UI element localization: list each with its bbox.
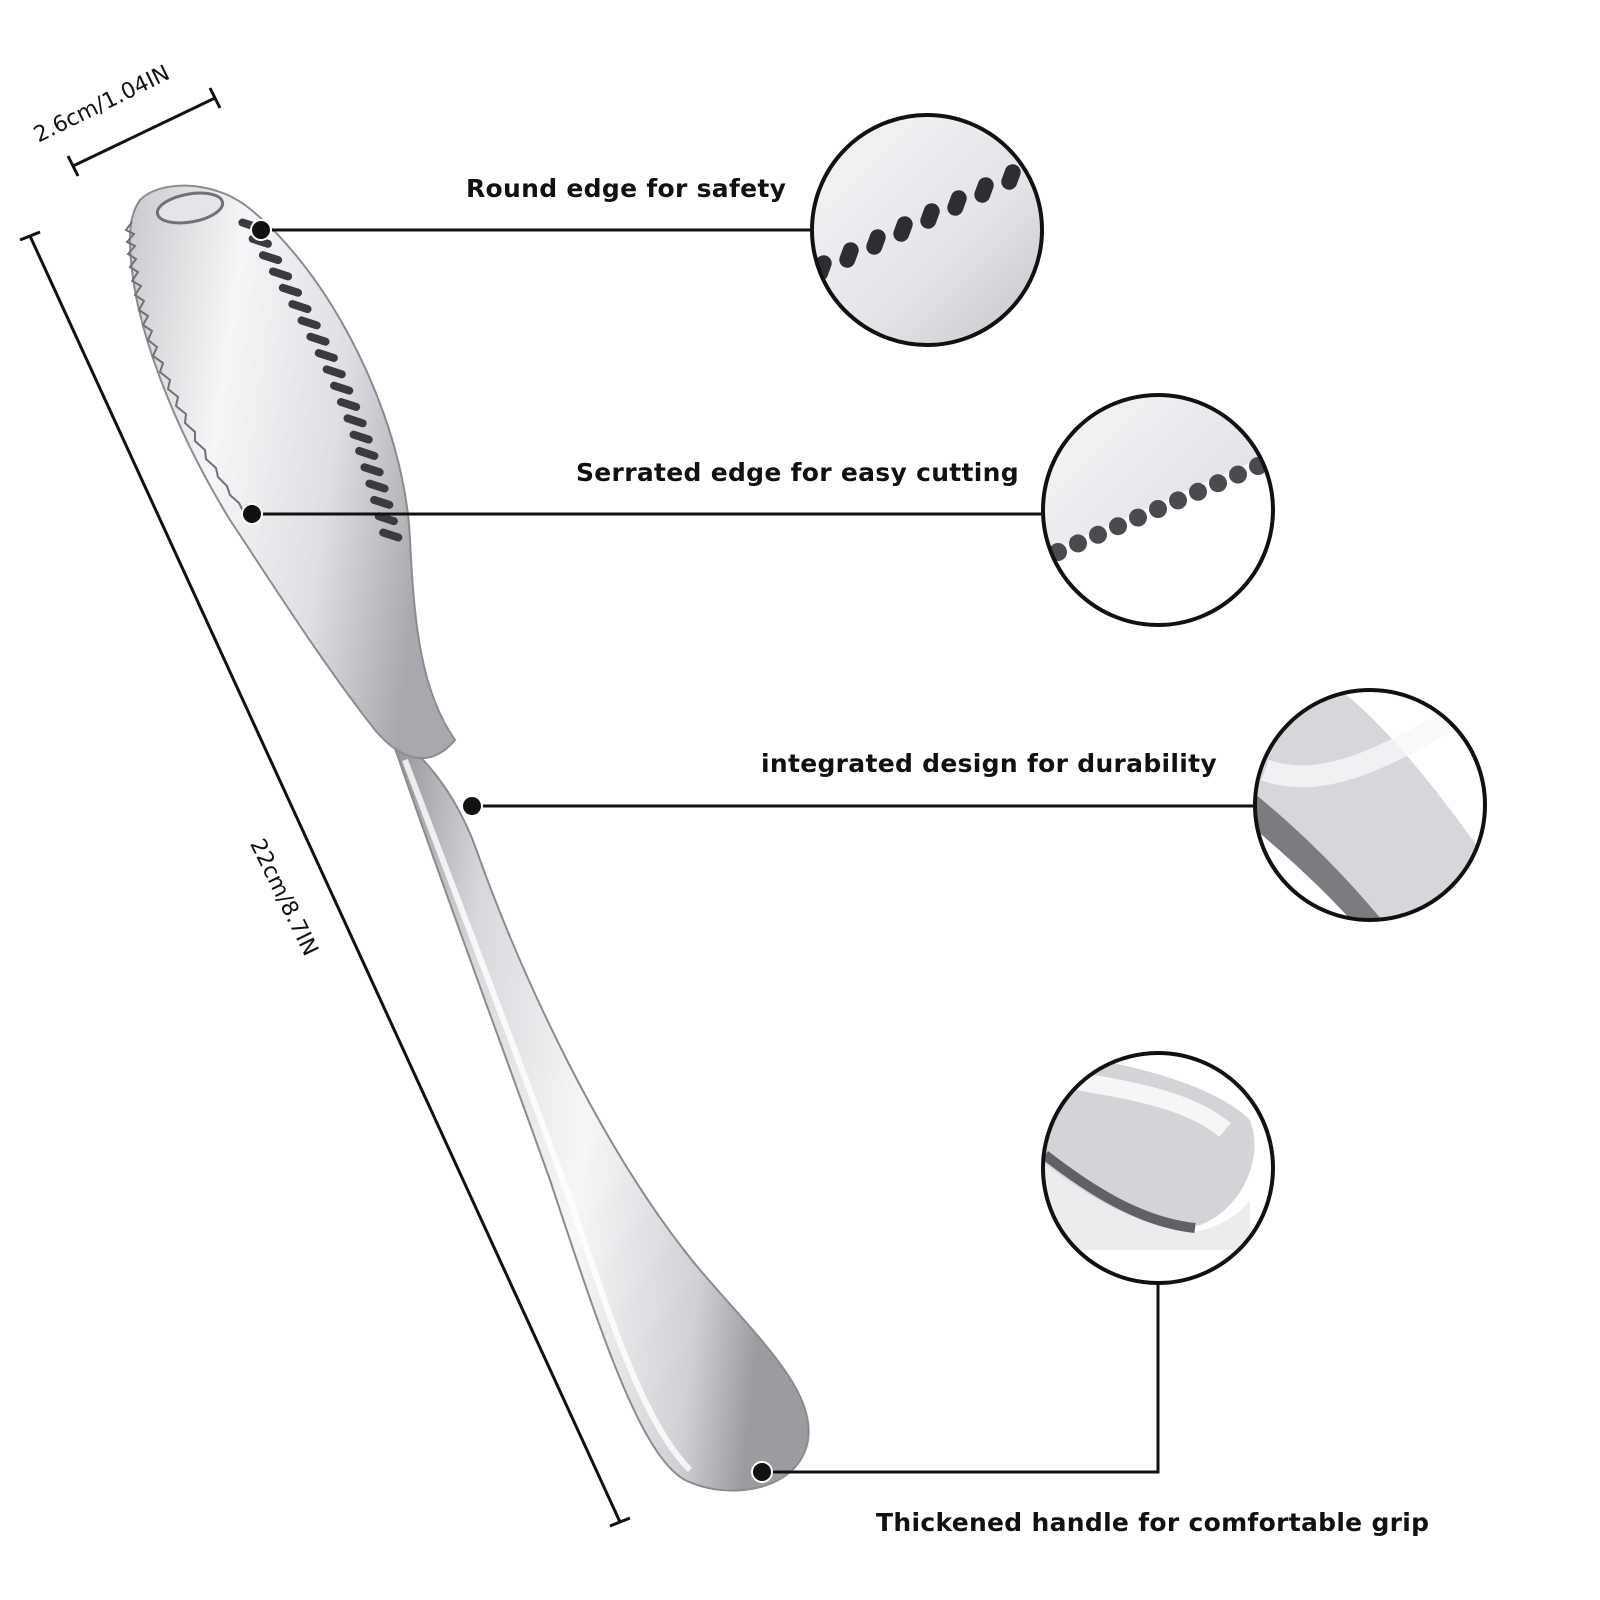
grater-hole [268,267,293,281]
zoom-tooth [1069,534,1087,553]
callout-dot-round-edge [250,219,272,241]
grater-holes [238,218,403,542]
callout-label-serrated-edge: Serrated edge for easy cutting [576,458,1019,487]
grater-hole [297,316,321,330]
callout-dot-serrated-edge [241,503,263,525]
callout-dot-thickened-handle [751,1461,773,1483]
grater-hole [330,381,354,395]
serrated-teeth [124,221,252,520]
knife-blade [128,184,457,759]
zoom-circle-round-edge [810,113,1044,347]
butter-knife [124,184,810,1492]
width-dimension [66,87,222,177]
hanging-hole [155,191,225,225]
grater-hole [379,528,403,542]
zoom-tooth [1089,525,1107,544]
grater-hole [322,365,346,379]
grater-hole [349,430,373,444]
length-dimension [19,230,631,1528]
grater-hole [343,414,367,428]
zoom-hole [866,229,886,255]
callout-lines [241,219,1255,1483]
grater-hole [288,300,312,314]
zoom-hole [920,203,940,229]
grater-hole [306,332,330,346]
zoom-hole [1001,164,1021,190]
grater-hole [336,398,361,411]
zoom-tooth [1149,500,1167,518]
grater-hole [355,446,379,460]
grater-hole [365,479,389,493]
grater-hole [370,495,394,509]
zoom-tooth [1209,474,1227,493]
zoom-tooth [1129,508,1147,527]
zoom-circle-serrated-edge [1041,393,1275,627]
grater-hole [360,463,384,477]
zoom-circle-thickened-handle [1041,1051,1275,1285]
zoom-tooth [1109,517,1127,536]
callout-dot-integrated-design [461,795,483,817]
zoom-circle-integrated-design [1253,688,1487,922]
zoom-hole [893,216,913,242]
zoom-tooth [1229,465,1247,484]
zoom-hole [839,242,859,268]
callout-label-round-edge: Round edge for safety [466,174,787,203]
zoom-tooth [1169,491,1187,510]
callout-label-thickened-handle: Thickened handle for comfortable grip [876,1508,1430,1537]
grater-hole [278,283,303,297]
zoom-hole [974,177,994,203]
zoom-tooth [1189,482,1207,501]
zoom-hole [947,190,967,216]
knife-handle [385,725,810,1492]
grater-hole [314,349,338,362]
grater-hole [258,251,283,265]
callout-label-integrated-design: integrated design for durability [761,749,1217,778]
